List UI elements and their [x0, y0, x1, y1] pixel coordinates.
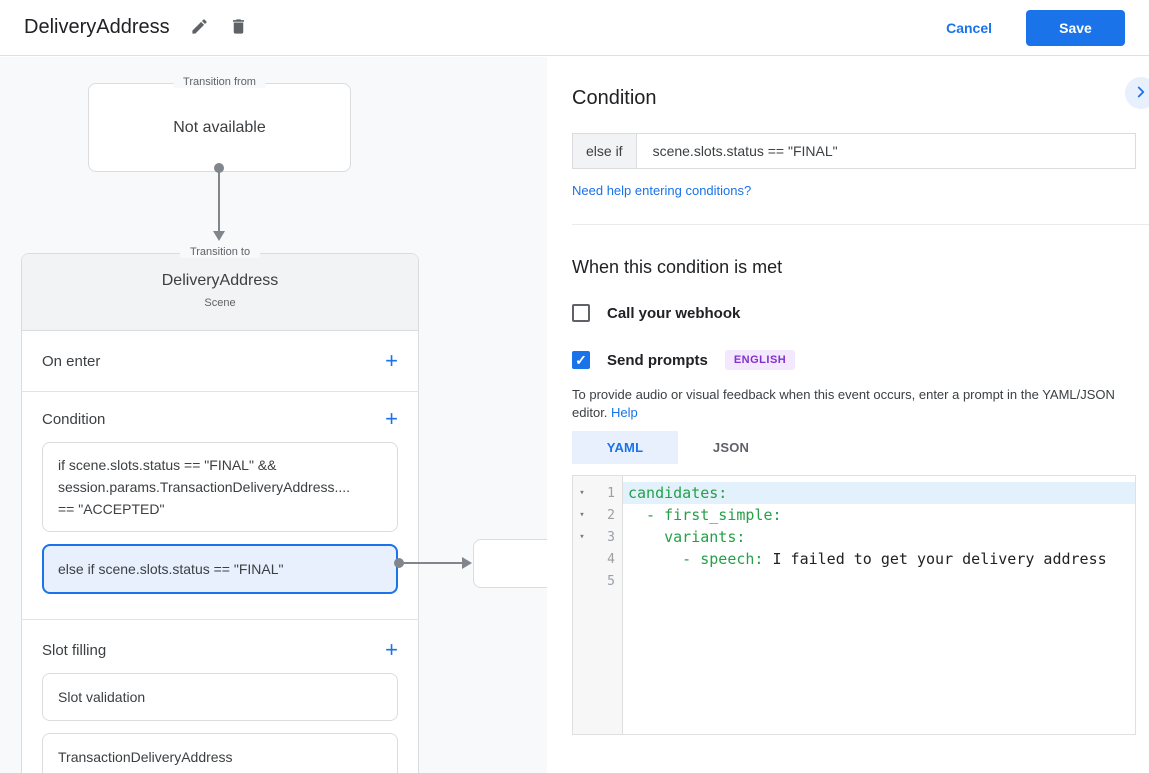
on-enter-label: On enter	[42, 352, 101, 370]
webhook-checkbox[interactable]	[572, 304, 590, 322]
add-slot-button[interactable]: +	[385, 637, 398, 662]
gutter-row: ▾ 2	[573, 504, 622, 526]
add-on-enter-button[interactable]: +	[385, 348, 398, 373]
condition-line: == "ACCEPTED"	[58, 501, 165, 517]
delete-button[interactable]	[229, 17, 248, 39]
prompt-description-text: To provide audio or visual feedback when…	[572, 387, 1115, 420]
condition-line: session.params.TransactionDeliveryAddres…	[58, 479, 351, 495]
gutter-row: ▾ 1	[573, 482, 622, 504]
line-number: 5	[607, 573, 615, 589]
line-number: 4	[607, 551, 615, 567]
tab-yaml[interactable]: YAML	[572, 431, 678, 464]
code-line: variants:	[623, 526, 1135, 548]
editor-format-tabs: YAML JSON	[572, 431, 1149, 464]
yaml-key: - first_simple:	[628, 506, 782, 524]
code-line: - speech: I failed to get your delivery …	[623, 548, 1135, 570]
yaml-key: variants:	[628, 528, 746, 546]
panel-title: Condition	[572, 87, 657, 109]
condition-label: Condition	[42, 410, 106, 428]
yaml-code-editor: ▾ 1 ▾ 2 ▾ 3 4 5	[572, 475, 1136, 735]
condition-item-selected[interactable]: else if scene.slots.status == "FINAL"	[42, 544, 398, 594]
slot-filling-section: Slot filling + Slot validation Transacti…	[22, 620, 418, 773]
editor-code-area[interactable]: candidates: - first_simple: variants: - …	[623, 476, 1135, 734]
webhook-row: Call your webhook	[572, 304, 1149, 322]
condition-expression-input[interactable]	[635, 133, 1136, 169]
slot-item-validation[interactable]: Slot validation	[42, 673, 398, 721]
trash-icon	[229, 17, 248, 39]
scene-diagram-panel: Transition from Not available Transition…	[0, 57, 547, 773]
gutter-row: ▾ 3	[573, 526, 622, 548]
yaml-key: - speech:	[628, 550, 764, 568]
panel-title-row: Condition	[572, 77, 1149, 111]
prompt-description: To provide audio or visual feedback when…	[572, 386, 1136, 422]
condition-section-header: Condition +	[22, 392, 418, 442]
tab-json[interactable]: JSON	[712, 440, 750, 455]
fold-toggle-icon[interactable]: ▾	[579, 510, 585, 520]
slot-filling-label: Slot filling	[42, 641, 107, 659]
code-line: - first_simple:	[623, 504, 1135, 526]
condition-editor-panel: Condition else if Need help entering con…	[547, 57, 1149, 773]
prompt-help-link[interactable]: Help	[611, 405, 638, 420]
editor-gutter: ▾ 1 ▾ 2 ▾ 3 4 5	[573, 476, 623, 734]
connector-arrowhead	[213, 231, 225, 241]
transition-to-legend: Transition to	[179, 246, 261, 258]
line-number: 3	[607, 529, 615, 545]
transition-from-value: Not available	[173, 118, 266, 136]
condition-expression-row: else if	[572, 133, 1136, 169]
pencil-icon	[190, 17, 209, 39]
condition-prefix-label: else if	[572, 133, 637, 169]
send-prompts-checkbox[interactable]: ✓	[572, 351, 590, 369]
collapse-panel-button[interactable]	[1125, 77, 1149, 109]
line-number: 1	[607, 485, 615, 501]
condition-section: Condition + if scene.slots.status == "FI…	[22, 392, 418, 620]
scene-card: Transition to DeliveryAddress Scene On e…	[21, 246, 419, 773]
conditions-help-link[interactable]: Need help entering conditions?	[572, 183, 752, 198]
language-badge: ENGLISH	[724, 350, 796, 370]
transition-connector-dot	[394, 558, 404, 568]
scene-card-header: DeliveryAddress Scene	[22, 254, 418, 331]
slot-filling-header: Slot filling +	[22, 620, 418, 673]
transition-connector-arrowhead	[462, 557, 472, 569]
add-condition-button[interactable]: +	[385, 406, 398, 431]
transition-from-legend: Transition from	[173, 76, 266, 88]
condition-line: if scene.slots.status == "FINAL" &&	[58, 457, 277, 473]
scene-name: DeliveryAddress	[161, 272, 279, 289]
yaml-value: I failed to get your delivery address	[763, 550, 1107, 568]
send-prompts-row: ✓ Send prompts ENGLISH	[572, 350, 1149, 370]
cancel-button[interactable]: Cancel	[946, 19, 992, 36]
transition-target-box	[473, 539, 547, 588]
webhook-label: Call your webhook	[607, 304, 741, 322]
gutter-row: 5	[573, 570, 622, 592]
code-line-active: candidates:	[623, 482, 1135, 504]
send-prompts-label: Send prompts	[607, 351, 708, 369]
line-number: 2	[607, 507, 615, 523]
fold-toggle-icon[interactable]: ▾	[579, 532, 585, 542]
condition-met-title: When this condition is met	[572, 257, 783, 277]
chevron-right-icon	[1132, 83, 1149, 104]
connector-dot	[214, 163, 224, 173]
transition-from-box: Transition from Not available	[88, 76, 351, 172]
code-line	[623, 570, 1135, 592]
connector-line	[218, 171, 220, 231]
save-button[interactable]: Save	[1026, 9, 1125, 46]
scene-type-label: Scene	[204, 297, 236, 309]
fold-toggle-icon[interactable]: ▾	[579, 488, 585, 498]
condition-item[interactable]: if scene.slots.status == "FINAL" && sess…	[42, 442, 398, 532]
edit-button[interactable]	[190, 17, 209, 39]
condition-line: else if scene.slots.status == "FINAL"	[58, 561, 284, 577]
page-title: DeliveryAddress	[24, 16, 170, 38]
checkmark-icon: ✓	[575, 352, 587, 368]
on-enter-section: On enter +	[22, 331, 418, 392]
slot-item-transaction-delivery-address[interactable]: TransactionDeliveryAddress	[42, 733, 398, 773]
app-header: DeliveryAddress Cancel Save	[0, 0, 1149, 56]
section-divider	[572, 224, 1149, 225]
transition-connector-line	[402, 562, 462, 564]
yaml-key: candidates:	[628, 484, 728, 502]
gutter-row: 4	[573, 548, 622, 570]
